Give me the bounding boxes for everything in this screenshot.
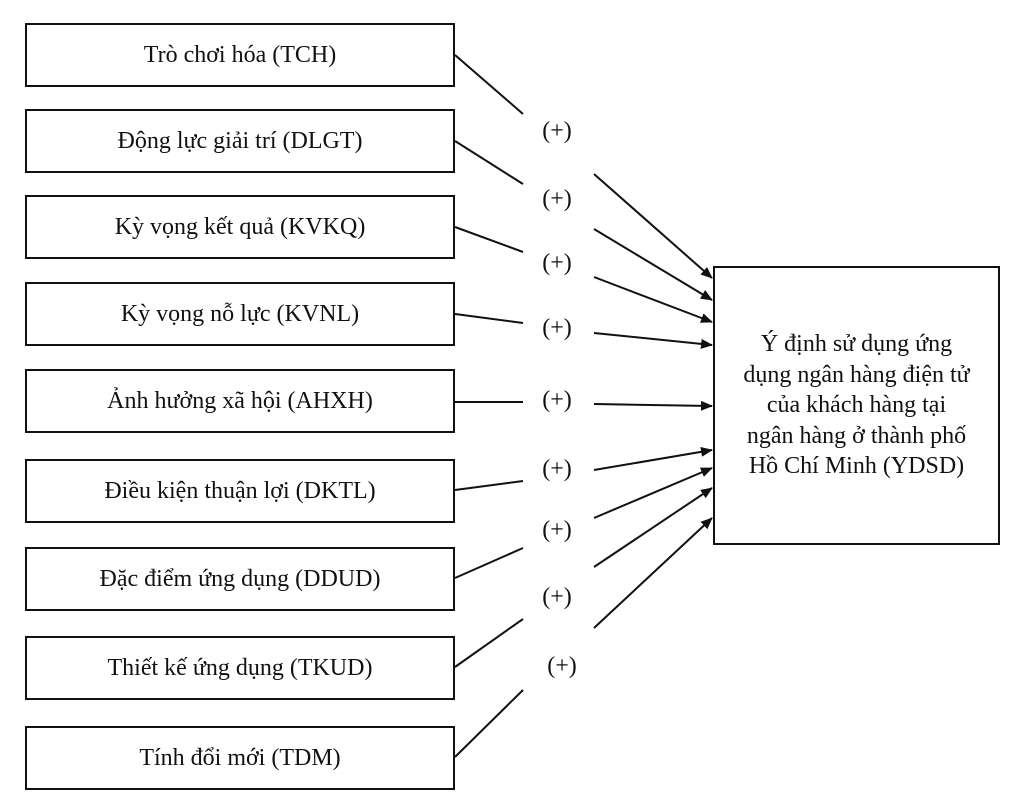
sign-label-kvkq: (+)	[542, 250, 572, 276]
connector-tail-dktl	[454, 480, 524, 491]
connector-tail-kvnl	[454, 313, 524, 324]
factor-box-tch: Trò chơi hóa (TCH)	[25, 23, 455, 87]
arrow-kvnl-to-ydsd	[593, 332, 713, 349]
arrow-tch-to-ydsd	[593, 173, 713, 279]
factor-box-kvnl: Kỳ vọng nỗ lực (KVNL)	[25, 282, 455, 346]
outcome-box-ydsd: Ý định sử dụng ứng dụng ngân hàng điện t…	[713, 266, 1000, 545]
factor-box-tdm: Tính đổi mới (TDM)	[25, 726, 455, 790]
connector-tail-tdm	[454, 689, 524, 758]
factor-label-ahxh: Ảnh hưởng xã hội (AHXH)	[107, 387, 373, 414]
sign-label-tdm: (+)	[547, 653, 577, 679]
outcome-text: Ý định sử dụng ứng dụng ngân hàng điện t…	[743, 329, 969, 481]
factor-label-tch: Trò chơi hóa (TCH)	[143, 41, 337, 68]
factor-label-ddud: Đặc điểm ứng dụng (DDUD)	[99, 565, 381, 592]
sign-label-dlgt: (+)	[542, 186, 572, 212]
factor-box-dktl: Điều kiện thuận lợi (DKTL)	[25, 459, 455, 523]
arrow-dlgt-to-ydsd	[593, 228, 713, 301]
arrow-tkud-to-ydsd	[593, 487, 713, 568]
outcome-line: của khách hàng tại	[766, 392, 947, 419]
arrow-ddud-to-ydsd	[593, 467, 713, 519]
factor-box-ahxh: Ảnh hưởng xã hội (AHXH)	[25, 369, 455, 433]
arrow-tdm-to-ydsd	[593, 517, 713, 629]
arrow-kvkq-to-ydsd	[593, 276, 713, 323]
outcome-line: ngân hàng ở thành phố	[746, 422, 967, 449]
factor-label-kvkq: Kỳ vọng kết quả (KVKQ)	[114, 213, 366, 240]
factor-box-dlgt: Động lực giải trí (DLGT)	[25, 109, 455, 173]
connector-tail-tch	[454, 54, 524, 115]
outcome-line: Hồ Chí Minh (YDSD)	[748, 453, 965, 480]
connector-tail-ddud	[454, 547, 524, 579]
factor-box-kvkq: Kỳ vọng kết quả (KVKQ)	[25, 195, 455, 259]
factor-label-dlgt: Động lực giải trí (DLGT)	[117, 127, 363, 154]
arrow-dktl-to-ydsd	[593, 446, 713, 471]
outcome-line: dụng ngân hàng điện tử	[743, 361, 970, 388]
connector-tail-kvkq	[454, 226, 524, 253]
arrow-ahxh-to-ydsd	[593, 400, 713, 411]
sign-label-tch: (+)	[542, 118, 572, 144]
connector-tail-tkud	[454, 618, 524, 668]
factor-label-tkud: Thiết kế ứng dụng (TKUD)	[107, 654, 373, 681]
outcome-line: Ý định sử dụng ứng	[760, 331, 953, 358]
sign-label-dktl: (+)	[542, 456, 572, 482]
connector-tail-dlgt	[454, 140, 524, 185]
factor-box-ddud: Đặc điểm ứng dụng (DDUD)	[25, 547, 455, 611]
factor-box-tkud: Thiết kế ứng dụng (TKUD)	[25, 636, 455, 700]
sign-label-ddud: (+)	[542, 517, 572, 543]
factor-label-dktl: Điều kiện thuận lợi (DKTL)	[104, 477, 376, 504]
factor-label-kvnl: Kỳ vọng nỗ lực (KVNL)	[120, 300, 360, 327]
sign-label-kvnl: (+)	[542, 315, 572, 341]
sign-label-ahxh: (+)	[542, 387, 572, 413]
sign-label-tkud: (+)	[542, 584, 572, 610]
factor-label-tdm: Tính đổi mới (TDM)	[139, 744, 341, 771]
